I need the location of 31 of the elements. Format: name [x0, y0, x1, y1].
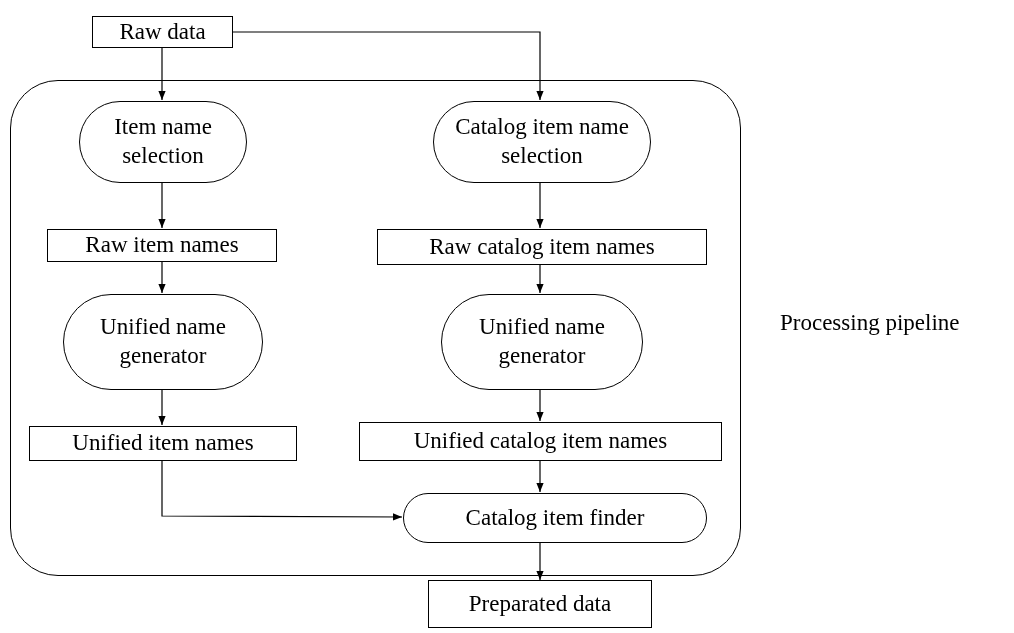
arrow — [536, 541, 544, 581]
node-label: Raw item names — [85, 231, 239, 260]
arrow — [158, 388, 166, 426]
node-label: Raw data — [119, 17, 206, 46]
rounded-process-box — [403, 493, 707, 543]
arrow — [536, 263, 544, 294]
node-label: Preparated data — [468, 589, 612, 618]
process-box — [47, 229, 277, 262]
process-box — [377, 229, 707, 265]
process-box — [428, 580, 652, 628]
arrow — [232, 31, 544, 101]
node-label: Unified catalog item names — [413, 427, 668, 456]
process-box — [359, 422, 722, 461]
arrow — [161, 459, 403, 521]
process-box — [92, 16, 233, 48]
node-label: Item name selection — [113, 113, 213, 170]
node-label: Raw catalog item names — [429, 232, 655, 261]
pipeline-container — [10, 80, 741, 576]
node-label: Catalog item name selection — [454, 113, 630, 170]
arrow — [536, 388, 544, 422]
arrow — [158, 181, 166, 229]
arrow — [158, 260, 166, 294]
process-box — [29, 426, 297, 461]
node-label: Unified name generator — [478, 313, 606, 370]
node-label: Catalog item finder — [465, 503, 645, 532]
node-label: Unified name generator — [99, 313, 227, 370]
arrow — [158, 47, 166, 101]
arrow — [536, 459, 544, 493]
node-label: Unified item names — [72, 429, 254, 458]
arrow — [536, 181, 544, 229]
pipeline-label: Processing pipeline — [780, 310, 960, 336]
